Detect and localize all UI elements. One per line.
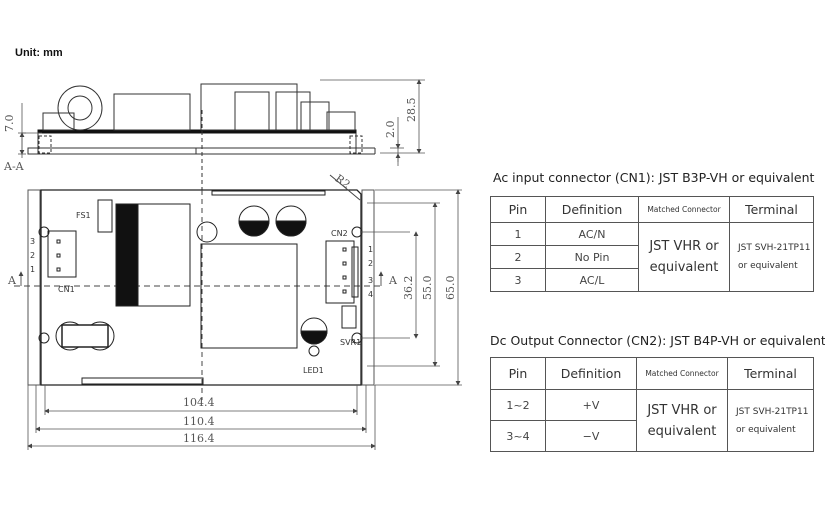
header-matched-connector: Matched Connector [638,196,730,223]
terminal-line: or equivalent [736,424,796,435]
label-svr1: SVR1 [340,338,361,347]
mounting-hole [38,226,50,238]
dim-total-height: 28.5 [405,98,418,123]
dim-height-holes: 36.2 [402,276,415,301]
definition-cell: AC/L [545,268,639,292]
dim-base-offset: 2.0 [384,121,397,139]
capacitor [238,205,270,237]
header-definition: Definition [545,357,637,390]
label-cn1: CN1 [58,285,75,294]
fuse [97,199,113,233]
definition-cell: No Pin [545,245,639,269]
terminal-cell: JST SVH-21TP11 or equivalent [729,222,814,292]
side-base-plate [27,147,197,155]
cn2-pin-label: 4 [368,290,373,299]
dim-height-outer: 65.0 [444,276,457,301]
pin-cell: 3~4 [490,420,546,452]
matched-connector-line: JST VHR or [649,239,719,254]
header-terminal: Terminal [729,196,814,223]
dim-width-inner: 104.4 [183,396,215,409]
terminal-line: or equivalent [738,261,798,271]
side-inductor-outer [57,85,103,131]
side-component [300,101,330,131]
header-terminal: Terminal [727,357,814,390]
side-pcb [37,129,357,134]
component-circle [196,221,218,243]
pin-cell: 1 [490,222,546,246]
ac-table-title: Ac input connector (CN1): JST B3P-VH or … [493,170,815,185]
pin-cell: 1~2 [490,389,546,421]
cn2-connector [325,240,355,304]
side-view: 7.0 28.5 2.0 A-A [3,79,425,190]
pin-cell: 2 [490,245,546,269]
label-radius: R2 [333,172,353,191]
ac-input-table: Pin Definition Matched Connector Termina… [490,196,814,292]
definition-cell: AC/N [545,222,639,246]
side-standoff-left [38,135,52,154]
top-view [14,174,380,400]
side-standoff-right [349,135,363,154]
transformer-core [115,203,139,307]
section-marker-left: A [7,274,17,287]
header-pin: Pin [490,357,546,390]
cn2-pin-label: 1 [368,245,373,254]
side-component [326,111,356,131]
table-row: 1 AC/N JST VHR or equivalent JST SVH-21T… [490,222,814,292]
matched-connector-cell: JST VHR or equivalent [638,222,730,292]
dc-output-table: Pin Definition Matched Connector Termina… [490,357,814,452]
mounting-hole [38,332,50,344]
pin-cell: 3 [490,268,546,292]
section-label: A-A [3,160,25,173]
cn2-pin-label: 3 [368,276,373,285]
terminal-line: JST SVH-21TP11 [738,243,811,253]
capacitor [300,317,328,345]
heatsink-block [200,243,298,349]
table-row: 2 No Pin [490,245,814,269]
bottom-bar [81,377,204,385]
cn1-pin-label: 3 [30,237,35,246]
table-row: 1~2 +V JST VHR or equivalent JST SVH-21T… [490,389,814,452]
header-pin: Pin [490,196,546,223]
side-inductor-inner [67,95,93,121]
matched-connector-line: equivalent [647,423,717,439]
side-capacitor [275,91,311,131]
side-transformer [113,93,191,131]
cn1-pin-label: 1 [30,265,35,274]
matched-connector-line: equivalent [649,260,719,275]
cn1-connector [47,230,77,278]
side-heatsink [200,83,298,131]
header-matched-connector: Matched Connector [636,357,728,390]
matched-connector-line: JST VHR or [647,402,717,418]
header-definition: Definition [545,196,639,223]
side-capacitor [234,91,270,131]
table-row: 3~4 −V [490,420,814,452]
common-mode-choke [55,321,115,351]
top-bar [211,190,326,196]
capacitor [275,205,307,237]
cn2-pin-label: 2 [368,259,373,268]
dc-table-title: Dc Output Connector (CN2): JST B4P-VH or… [490,333,825,348]
matched-connector-cell: JST VHR or equivalent [636,389,728,452]
label-cn2: CN2 [331,229,348,238]
section-marker-right: A [388,274,398,287]
terminal-cell: JST SVH-21TP11 or equivalent [727,389,814,452]
trimmer [341,305,357,329]
label-led1: LED1 [303,366,324,375]
cn1-pin-label: 2 [30,251,35,260]
definition-cell: +V [545,389,637,421]
dim-width-mid: 110.4 [183,415,215,428]
dim-width-outer: 116.4 [183,432,215,445]
table-row: 3 AC/L [490,268,814,292]
pcb-outline [40,189,362,386]
definition-cell: −V [545,420,637,452]
unit-label: Unit: mm [15,47,63,59]
dim-height-mid: 55.0 [421,276,434,301]
terminal-line: JST SVH-21TP11 [736,406,809,417]
led [308,345,320,357]
dim-component-height: 7.0 [3,115,16,133]
label-fs1: FS1 [76,211,91,220]
